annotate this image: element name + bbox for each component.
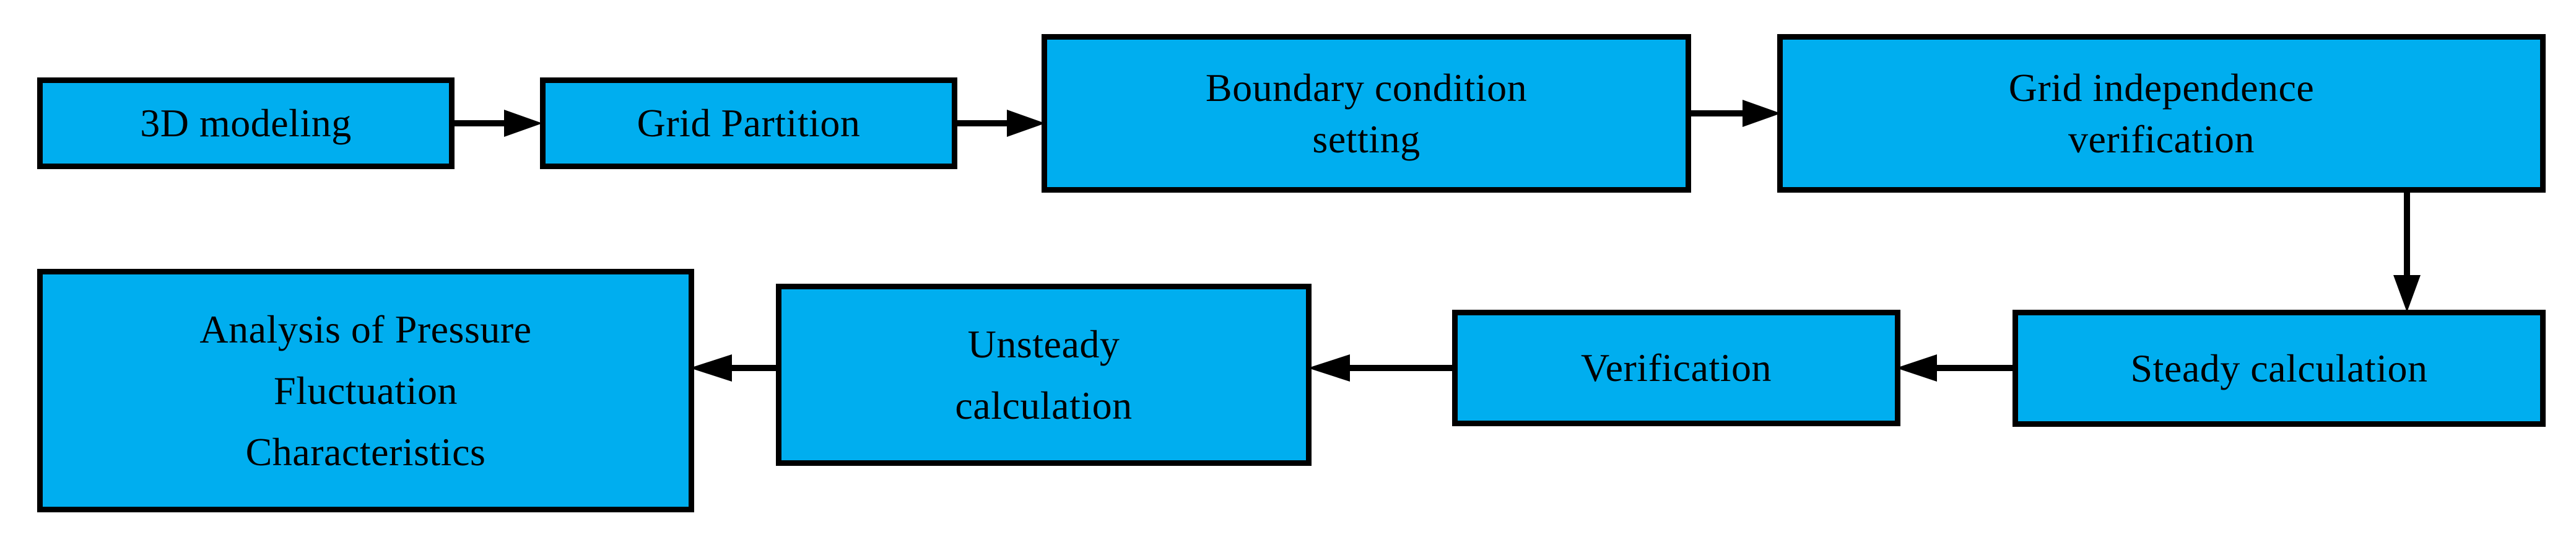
node-verification[interactable]: Verification: [1452, 310, 1900, 426]
node-steady-calculation[interactable]: Steady calculation: [2012, 310, 2546, 427]
arrow-grid-to-boundary: [954, 107, 1046, 139]
node-label: 3D modeling: [140, 101, 352, 146]
arrow-right-icon: [451, 110, 542, 137]
arrow-right-icon: [954, 110, 1045, 137]
arrow-right-icon: [1688, 100, 1781, 127]
node-label: Boundary condition setting: [1205, 65, 1528, 161]
node-unsteady-calculation[interactable]: Unsteady calculation: [776, 284, 1312, 466]
node-label: Verification: [1580, 346, 1772, 390]
arrow-left-icon: [1896, 354, 2017, 382]
node-label: Steady calculation: [2130, 346, 2428, 390]
arrow-left-icon: [690, 354, 781, 382]
node-3d-modeling[interactable]: 3D modeling: [37, 77, 455, 169]
node-boundary-condition-setting[interactable]: Boundary condition setting: [1042, 34, 1691, 193]
node-label: Grid Partition: [637, 101, 861, 146]
arrow-down-icon: [2393, 190, 2421, 312]
arrow-boundary-to-independence: [1688, 97, 1782, 129]
arrow-3d-to-grid: [451, 107, 544, 139]
node-label: Grid independence verification: [2008, 65, 2315, 161]
node-grid-independence-verification[interactable]: Grid independence verification: [1777, 34, 2546, 193]
node-label: Unsteady calculation: [955, 322, 1133, 427]
arrow-verification-to-unsteady: [1307, 352, 1458, 384]
arrow-steady-to-verification: [1895, 352, 2017, 384]
node-grid-partition[interactable]: Grid Partition: [540, 77, 957, 169]
node-analysis-of-pressure-fluctuation-characteristics[interactable]: Analysis of Pressure Fluctuation Charact…: [37, 269, 694, 512]
arrow-left-icon: [1308, 354, 1458, 382]
arrow-unsteady-to-analysis: [689, 352, 781, 384]
node-label: Analysis of Pressure Fluctuation Charact…: [199, 307, 532, 475]
arrow-independence-to-steady: [2390, 190, 2424, 313]
